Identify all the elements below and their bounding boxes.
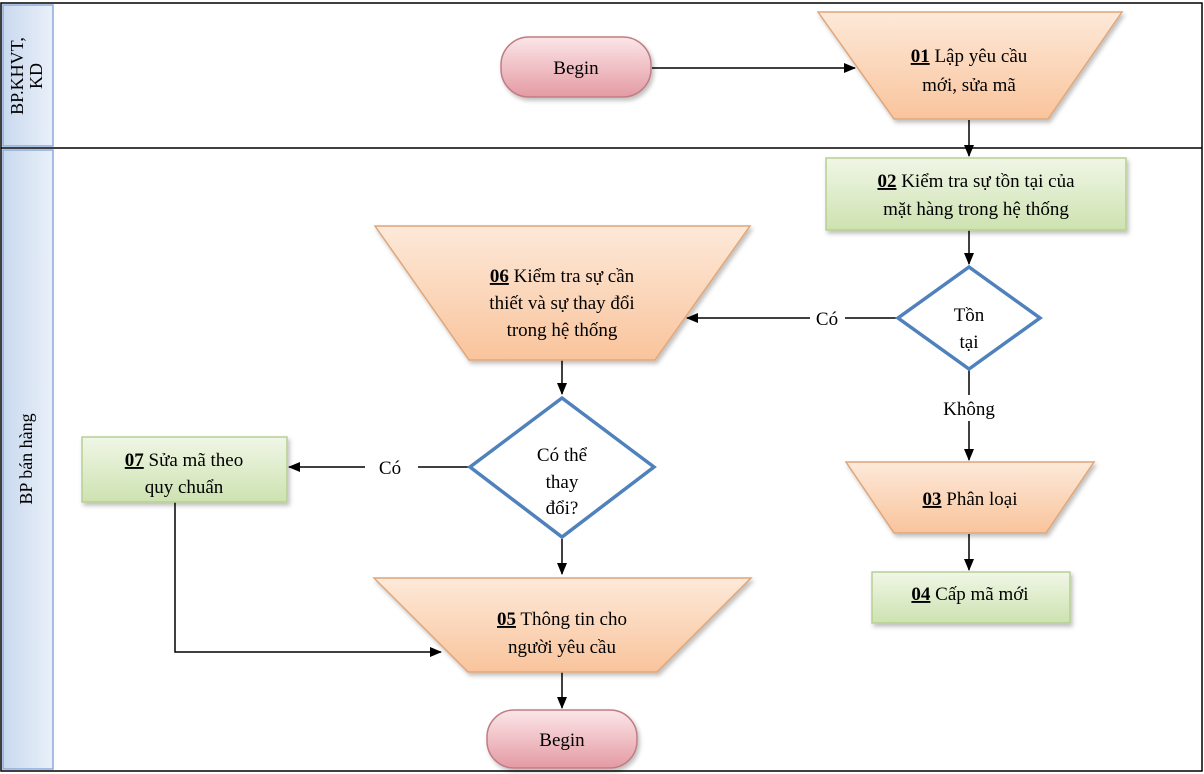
connectors	[174, 63, 974, 709]
node-06-manual	[373, 225, 752, 361]
node-03-number: 03	[923, 489, 942, 510]
node-07-process	[81, 436, 288, 503]
node-04-line1: Cấp mã mới	[930, 584, 1028, 605]
node-01-number: 01	[911, 46, 930, 67]
node-06-line3: trong hệ thống	[507, 320, 618, 341]
node-01-line1: Lập yêu cầu	[930, 46, 1028, 67]
node-06-number: 06	[490, 266, 509, 287]
decision-exist-line2: tại	[960, 332, 979, 353]
lane-label-ban-hang: BP bán hàng	[16, 413, 36, 504]
decision-change-line3: đổi?	[546, 498, 579, 519]
node-02-line2: mặt hàng trong hệ thống	[883, 199, 1069, 220]
svg-text:06 Kiểm tra sự cần: 06 Kiểm tra sự cần	[490, 266, 635, 287]
node-04-number: 04	[911, 584, 931, 605]
svg-text:01 Lập yêu cầu: 01 Lập yêu cầu	[911, 46, 1028, 67]
lane-label-khvt-line1: BP.KHVT,	[7, 37, 27, 115]
edge-label-change-yes: Có	[379, 458, 401, 479]
begin-bottom-label: Begin	[539, 730, 585, 751]
node-03-manual	[844, 461, 1096, 534]
decision-exist-line1: Tồn	[954, 305, 985, 326]
svg-text:04 Cấp mã mới: 04 Cấp mã mới	[911, 584, 1028, 605]
svg-text:03 Phân loại: 03 Phân loại	[923, 489, 1018, 510]
decision-change-line1: Có thể	[537, 445, 588, 466]
node-06-line2: thiết và sự thay đổi	[489, 293, 634, 314]
edge-label-exist-yes: Có	[816, 309, 838, 330]
node-05-number: 05	[497, 609, 516, 630]
node-02-number: 02	[877, 171, 896, 192]
begin-terminator-top	[500, 36, 652, 98]
node-05-line2: người yêu cầu	[508, 637, 616, 658]
decision-exist	[895, 264, 1043, 372]
begin-terminator-bottom	[486, 709, 638, 769]
lane-header-ban-hang: BP bán hàng	[2, 149, 54, 770]
node-05-manual	[372, 577, 753, 673]
node-01-line2: mới, sửa mã	[922, 75, 1016, 96]
svg-text:05 Thông tin cho: 05 Thông tin cho	[497, 609, 627, 630]
edge-label-exist-no: Không	[943, 399, 995, 420]
lane-label-khvt-line2: KD	[26, 63, 46, 89]
decision-change	[467, 395, 657, 540]
node-06-line1: Kiểm tra sự cần	[509, 266, 635, 287]
edge-07-to-05	[174, 500, 442, 657]
node-07-line1: Sửa mã theo	[144, 450, 243, 471]
svg-text:02 Kiểm tra sự tồn tại của: 02 Kiểm tra sự tồn tại của	[877, 171, 1075, 192]
node-03-line1: Phân loại	[942, 489, 1018, 510]
node-02-line1: Kiểm tra sự tồn tại của	[896, 171, 1075, 192]
node-07-line2: quy chuẩn	[145, 477, 224, 498]
svg-text:07 Sửa mã theo: 07 Sửa mã theo	[125, 450, 243, 471]
node-04-process	[871, 571, 1071, 624]
node-07-number: 07	[125, 450, 145, 471]
begin-top-label: Begin	[553, 58, 599, 79]
node-05-line1: Thông tin cho	[516, 609, 627, 630]
decision-change-line2: thay	[546, 472, 579, 493]
node-01-manual	[816, 11, 1124, 120]
node-02-process	[825, 157, 1127, 231]
lane-header-khvt: BP.KHVT, KD	[2, 4, 54, 147]
